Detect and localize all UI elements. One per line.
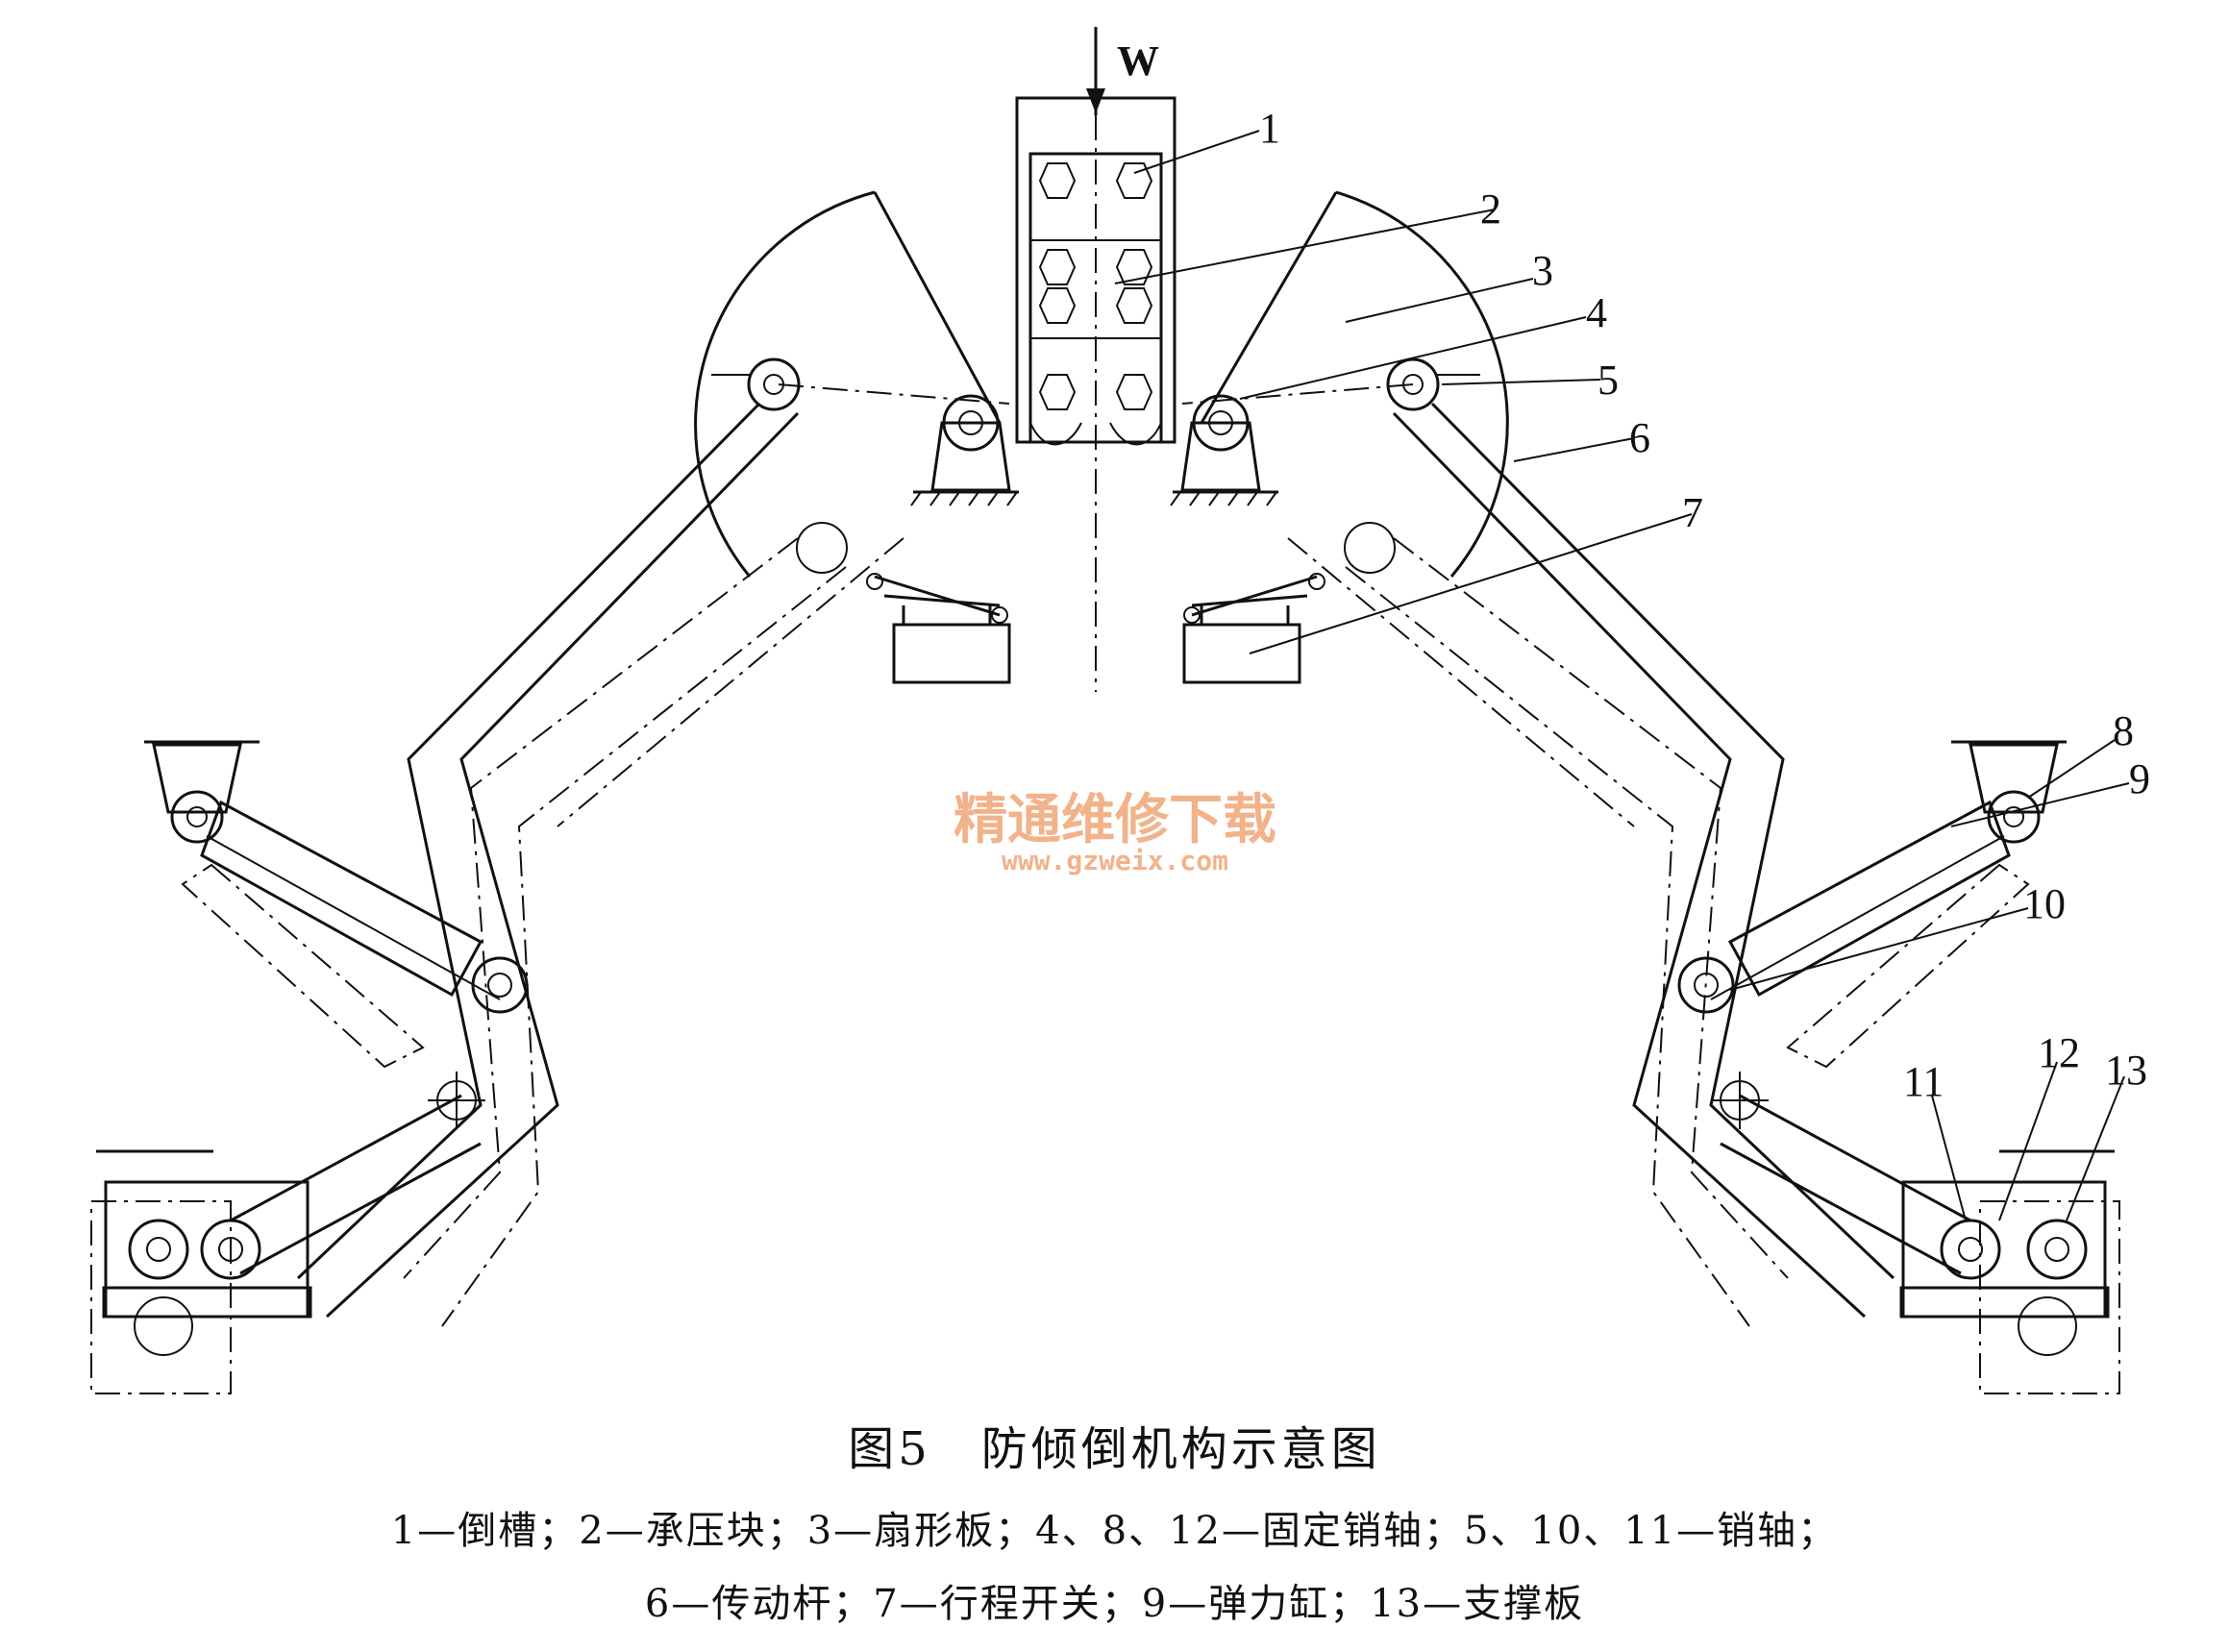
right-pin-10 bbox=[1677, 956, 1735, 1014]
callout-10: 10 bbox=[2023, 880, 2066, 927]
left-pin-5 bbox=[711, 358, 801, 411]
callout-13: 13 bbox=[2105, 1047, 2147, 1094]
right-center-support bbox=[1170, 394, 1278, 506]
figure-legend-line-2: 6—传动杆；7—行程开关；9—弹力缸；13—支撑板 bbox=[644, 1582, 1585, 1626]
load-arrow bbox=[1086, 27, 1105, 692]
callout-1: 1 bbox=[1259, 105, 1280, 152]
callout-8: 8 bbox=[2113, 707, 2134, 754]
right-alt-position bbox=[1287, 522, 1789, 1327]
right-base-assembly bbox=[1720, 1094, 2120, 1394]
left-sector-plate bbox=[694, 190, 1010, 578]
callout-11: 11 bbox=[1903, 1058, 1944, 1105]
callout-5: 5 bbox=[1597, 357, 1619, 404]
callout-4: 4 bbox=[1586, 289, 1607, 336]
left-center-support bbox=[910, 394, 1019, 506]
left-pin-10 bbox=[471, 956, 529, 1014]
figure-caption-title: 图5 防倾倒机构示意图 bbox=[848, 1422, 1381, 1476]
watermark-url: www.gzweix.com bbox=[1002, 845, 1228, 876]
right-travel-switch bbox=[1182, 573, 1325, 684]
load-label: W bbox=[1117, 37, 1159, 85]
watermark-cn: 精通维修下载 bbox=[954, 789, 1276, 851]
figure-legend-line-1: 1—倒槽；2—承压块；3—扇形板；4、8、12—固定销轴；5、10、11—销轴； bbox=[390, 1509, 1839, 1553]
left-alt-position bbox=[403, 522, 904, 1327]
right-sector-plate bbox=[1181, 190, 1509, 578]
callout-leaders bbox=[1114, 130, 2130, 1221]
left-base-assembly bbox=[90, 1094, 482, 1394]
callout-12: 12 bbox=[2038, 1029, 2080, 1076]
left-transmission-rod bbox=[296, 402, 800, 1319]
callout-6: 6 bbox=[1629, 414, 1650, 461]
left-spring-cylinder bbox=[144, 740, 501, 1069]
left-travel-switch bbox=[866, 573, 1011, 684]
callout-2: 2 bbox=[1480, 185, 1501, 233]
left-mid-hinge bbox=[428, 1072, 485, 1129]
right-pin-5 bbox=[1386, 358, 1480, 411]
callout-3: 3 bbox=[1532, 247, 1553, 294]
groove-and-pressure-block bbox=[1015, 96, 1176, 446]
right-transmission-rod bbox=[1392, 402, 1895, 1319]
right-mid-hinge bbox=[1711, 1072, 1769, 1129]
callout-7: 7 bbox=[1682, 489, 1703, 536]
right-spring-cylinder bbox=[1710, 740, 2067, 1069]
callout-9: 9 bbox=[2129, 755, 2150, 802]
